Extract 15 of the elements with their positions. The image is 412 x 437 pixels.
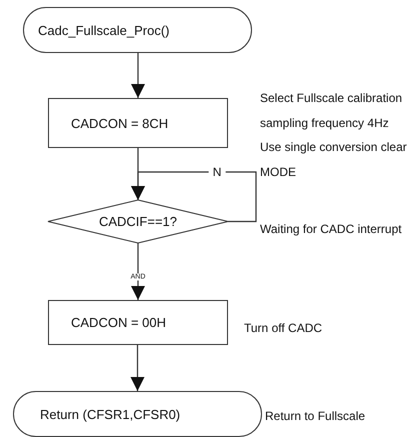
annotation-text: Return to Fullscale [265,408,366,425]
edge-label: N [208,165,226,179]
decision-diamond [48,200,228,243]
annotation-text: Select Fullscale calibration sampling frequency 4Hz Use single conversion clear MODE [260,90,408,180]
process-box [48,300,228,345]
annotation-text: Turn off CADC [244,320,324,337]
node-text: CADCON = 8CH [71,116,168,130]
node-text: CADCON = 00H [71,315,166,330]
terminal-shape [13,391,262,437]
annotation-text: Waiting for CADC interrupt [260,221,403,238]
process-box [48,98,228,148]
node-text: Cadc_Fullscale_Proc() [38,22,170,38]
node-text: CADCIF==1? [98,214,178,229]
node-text: Return (CFSR1,CFSR0) [40,406,180,422]
terminal-shape [23,7,252,53]
